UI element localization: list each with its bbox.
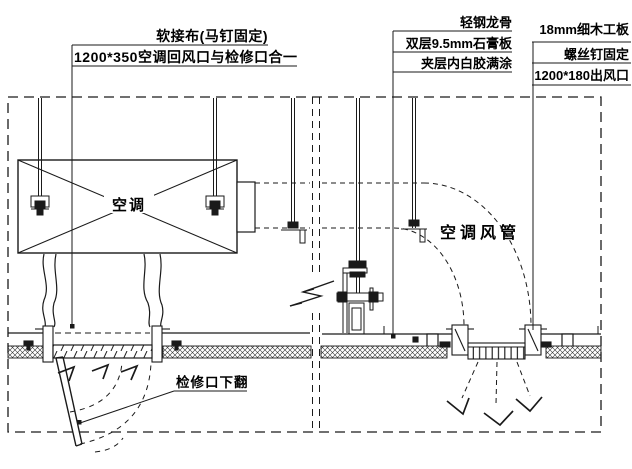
soft-cloth-connection — [42, 253, 164, 328]
bolt-icon — [171, 340, 182, 346]
bolt-icon — [439, 341, 451, 348]
hanger-rod-1 — [30, 98, 50, 216]
duct-hidden-lines — [255, 182, 532, 327]
panel-swing-arcs — [69, 362, 152, 453]
access-panel-label: 检修口下翻 — [176, 374, 249, 390]
hanger-rods — [30, 98, 427, 262]
ceiling-framing-line — [8, 326, 601, 346]
callout-ceiling-buildup: 轻钢龙骨 双层9.5mm石膏板 夹层内白胶满涂 — [391, 15, 513, 339]
ceiling-void-boundary — [7, 96, 602, 433]
callout-access-panel: 检修口下翻 — [77, 374, 249, 425]
keel-label: 轻钢龙骨 — [460, 15, 512, 30]
return-airflow-arrows — [57, 363, 139, 382]
gypsum-ceiling-band — [7, 345, 602, 359]
leader-dot-icon — [391, 334, 396, 339]
section-divider — [287, 97, 337, 432]
leader-dot-icon — [70, 324, 75, 329]
bolt-icon — [540, 341, 552, 348]
return-bracket-left — [42, 325, 54, 363]
keel-suspension-detail — [336, 260, 384, 335]
callout-return-vent: 软接布(马钉固定) 1200*350空调回风口与检修口合一 — [70, 28, 297, 329]
callout-leader — [79, 390, 175, 424]
duct-clamp-hook — [299, 229, 306, 244]
edge-trim-right — [561, 333, 574, 346]
supply-outlet-opening — [412, 324, 552, 360]
ac-unit — [17, 159, 256, 254]
duct-clamp-nut — [287, 221, 299, 229]
ac-duct-stub — [236, 181, 256, 233]
soft-cloth-label: 软接布(马钉固定) — [156, 28, 268, 44]
hanger-nut-icon — [348, 260, 367, 269]
edge-trim-left — [426, 333, 439, 346]
return-air-opening — [23, 325, 182, 363]
fixing-mark — [412, 336, 419, 343]
outlet-label: 1200*180出风口 — [534, 68, 629, 83]
hanger-rod-3 — [281, 98, 307, 244]
blockboard-label: 18mm细木工板 — [539, 22, 630, 37]
bolt-icon — [337, 291, 348, 303]
duct-clamp-hook — [419, 228, 426, 243]
glue-label: 夹层内白胶满涂 — [421, 56, 513, 71]
hanger-rod-4 — [356, 98, 360, 262]
callout-outlet-buildup: 18mm细木工板 螺丝钉固定 1200*180出风口 — [532, 22, 631, 330]
hanger-washer-icon — [349, 271, 366, 278]
return-vent-label: 1200*350空调回风口与检修口合一 — [74, 49, 297, 65]
bolt-plate — [336, 292, 384, 302]
leader-dot-icon — [77, 420, 82, 425]
hanger-rod-2 — [205, 98, 225, 216]
screws-label: 螺丝钉固定 — [564, 47, 629, 62]
bolt-icon — [23, 340, 34, 346]
gypsum-label: 双层9.5mm石膏板 — [406, 36, 513, 51]
duct-clamp-nut — [408, 219, 420, 227]
break-symbol-icon — [289, 280, 335, 307]
hanger-rod-5 — [401, 98, 427, 243]
duct-elbow-inner — [393, 227, 465, 327]
ac-unit-label: 空调 — [112, 196, 146, 214]
duct-elbow-outer — [423, 182, 532, 327]
return-bracket-right — [151, 325, 163, 363]
duct-label: 空调风管 — [440, 223, 520, 242]
supply-airflow-arrows — [446, 361, 543, 427]
